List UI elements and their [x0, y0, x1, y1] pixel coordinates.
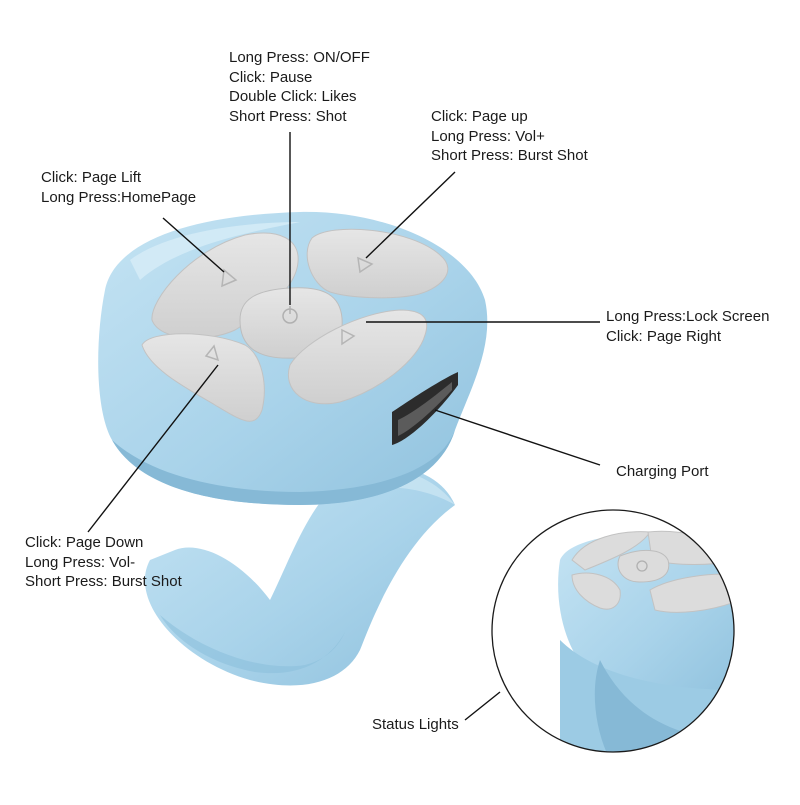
callout-bottom-left-button: Click: Page Down Long Press: Vol- Short …: [25, 533, 182, 592]
callout-line: Short Press: Burst Shot: [25, 573, 182, 590]
leader-line-top-left: [162, 217, 225, 273]
callout-line: Short Press: Shot: [229, 107, 347, 125]
callout-charging-port: Charging Port: [616, 462, 709, 482]
callout-status-lights: Status Lights: [372, 715, 459, 735]
callout-line: Click: Page Lift: [41, 169, 142, 186]
leader-line-bottom-left: [87, 364, 219, 533]
callout-line: Long Press:Lock Screen: [606, 308, 770, 325]
callout-top-right-button: Click: Page up Long Press: Vol+ Short Pr…: [431, 107, 588, 166]
callout-line: Long Press:HomePage: [41, 188, 197, 206]
callout-center-button: Long Press: ON/OFF Click: Pause Double C…: [229, 48, 370, 126]
callout-line: Short Press: Burst Shot: [431, 147, 588, 164]
leader-lines: [87, 132, 601, 721]
status-lights-zoom: [491, 509, 735, 753]
callout-line: Long Press: Vol+: [431, 127, 545, 145]
button-right: [288, 309, 428, 405]
leader-line-top-right: [365, 171, 456, 259]
callout-line: Click: Page Right: [606, 327, 722, 345]
leader-line-charging-port: [434, 409, 601, 466]
leader-line-status-lights: [464, 691, 501, 721]
callout-line: Long Press: ON/OFF: [229, 49, 370, 66]
charging-port: [392, 372, 458, 445]
callout-right-button: Long Press:Lock Screen Click: Page Right: [606, 307, 769, 346]
callout-line: Charging Port: [616, 463, 709, 480]
callout-line: Click: Pause: [229, 68, 313, 86]
callout-line: Status Lights: [372, 716, 459, 733]
callout-line: Double Click: Likes: [229, 88, 357, 105]
callout-line: Long Press: Vol-: [25, 553, 136, 571]
callout-line: Click: Page up: [431, 108, 528, 125]
callout-line: Click: Page Down: [25, 534, 144, 551]
button-bottom-left: [141, 333, 265, 422]
callout-top-left-button: Click: Page Lift Long Press:HomePage: [41, 168, 196, 207]
button-top-right: [306, 228, 449, 299]
